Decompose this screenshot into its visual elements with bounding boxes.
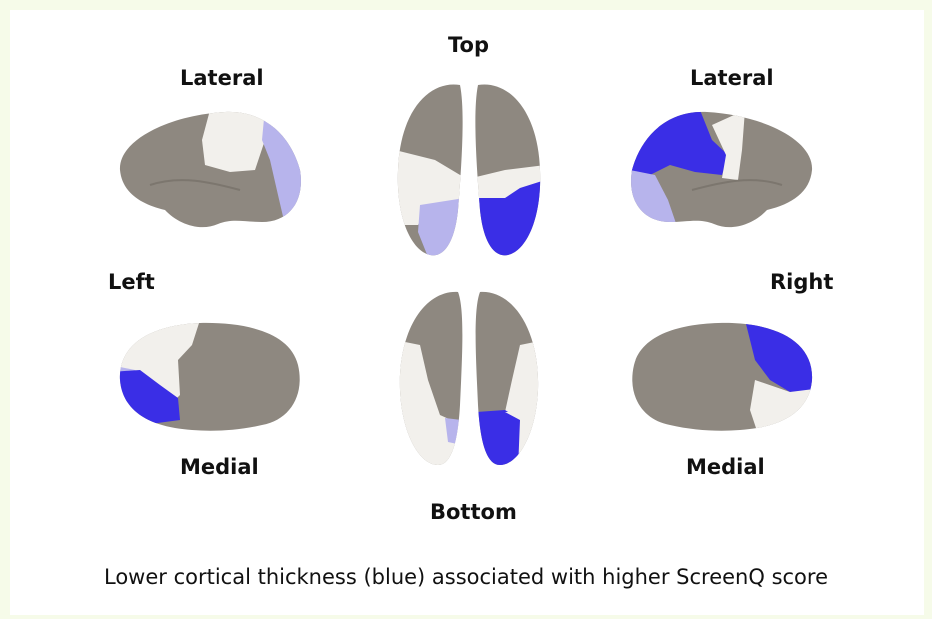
label-top: Top: [448, 33, 489, 57]
label-medial-left: Medial: [180, 455, 259, 479]
label-bottom: Bottom: [430, 500, 517, 524]
label-right: Right: [770, 270, 833, 294]
label-medial-right: Medial: [686, 455, 765, 479]
figure-caption: Lower cortical thickness (blue) associat…: [0, 565, 932, 589]
label-left: Left: [108, 270, 155, 294]
right-lateral-hemisphere: [620, 110, 812, 235]
left-lateral-hemisphere: [120, 108, 312, 235]
bottom-right-blue-region: [476, 410, 520, 470]
left-medial-hemisphere: [110, 320, 300, 431]
bottom-view: [395, 292, 545, 470]
label-lateral-left: Lateral: [180, 66, 264, 90]
right-medial-hemisphere: [632, 320, 822, 440]
top-view: [395, 84, 545, 262]
label-lateral-right: Lateral: [690, 66, 774, 90]
